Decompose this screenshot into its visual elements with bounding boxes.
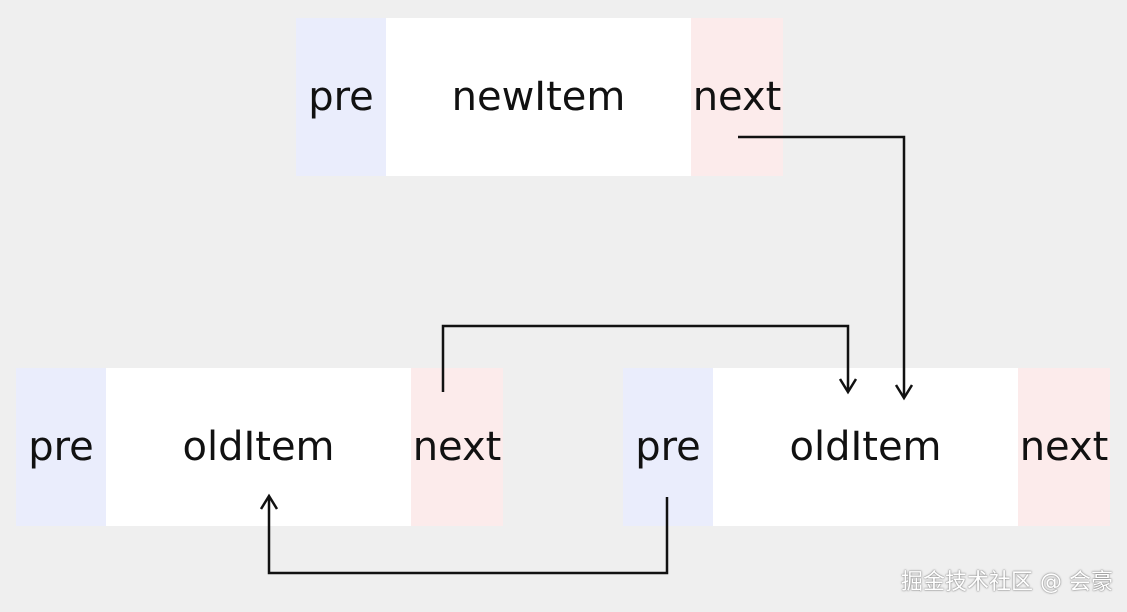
old-item-right-pre-cell: pre: [623, 368, 713, 526]
old-item-left-pre-cell: pre: [16, 368, 106, 526]
arrow-new-next-to-old-right: [738, 135, 906, 398]
new-item-next-cell: next: [691, 18, 783, 176]
new-item-node: pre newItem next: [296, 18, 783, 176]
watermark: 掘金技术社区 @ 会豪: [901, 570, 1113, 595]
old-item-left-next-cell: next: [411, 368, 503, 526]
new-item-pre-cell: pre: [296, 18, 386, 176]
old-item-left-node: pre oldItem next: [16, 368, 503, 526]
old-item-right-label: oldItem: [713, 368, 1018, 526]
old-item-right-next-cell: next: [1018, 368, 1110, 526]
old-item-right-node: pre oldItem next: [623, 368, 1110, 526]
old-item-left-label: oldItem: [106, 368, 411, 526]
new-item-label: newItem: [386, 18, 691, 176]
